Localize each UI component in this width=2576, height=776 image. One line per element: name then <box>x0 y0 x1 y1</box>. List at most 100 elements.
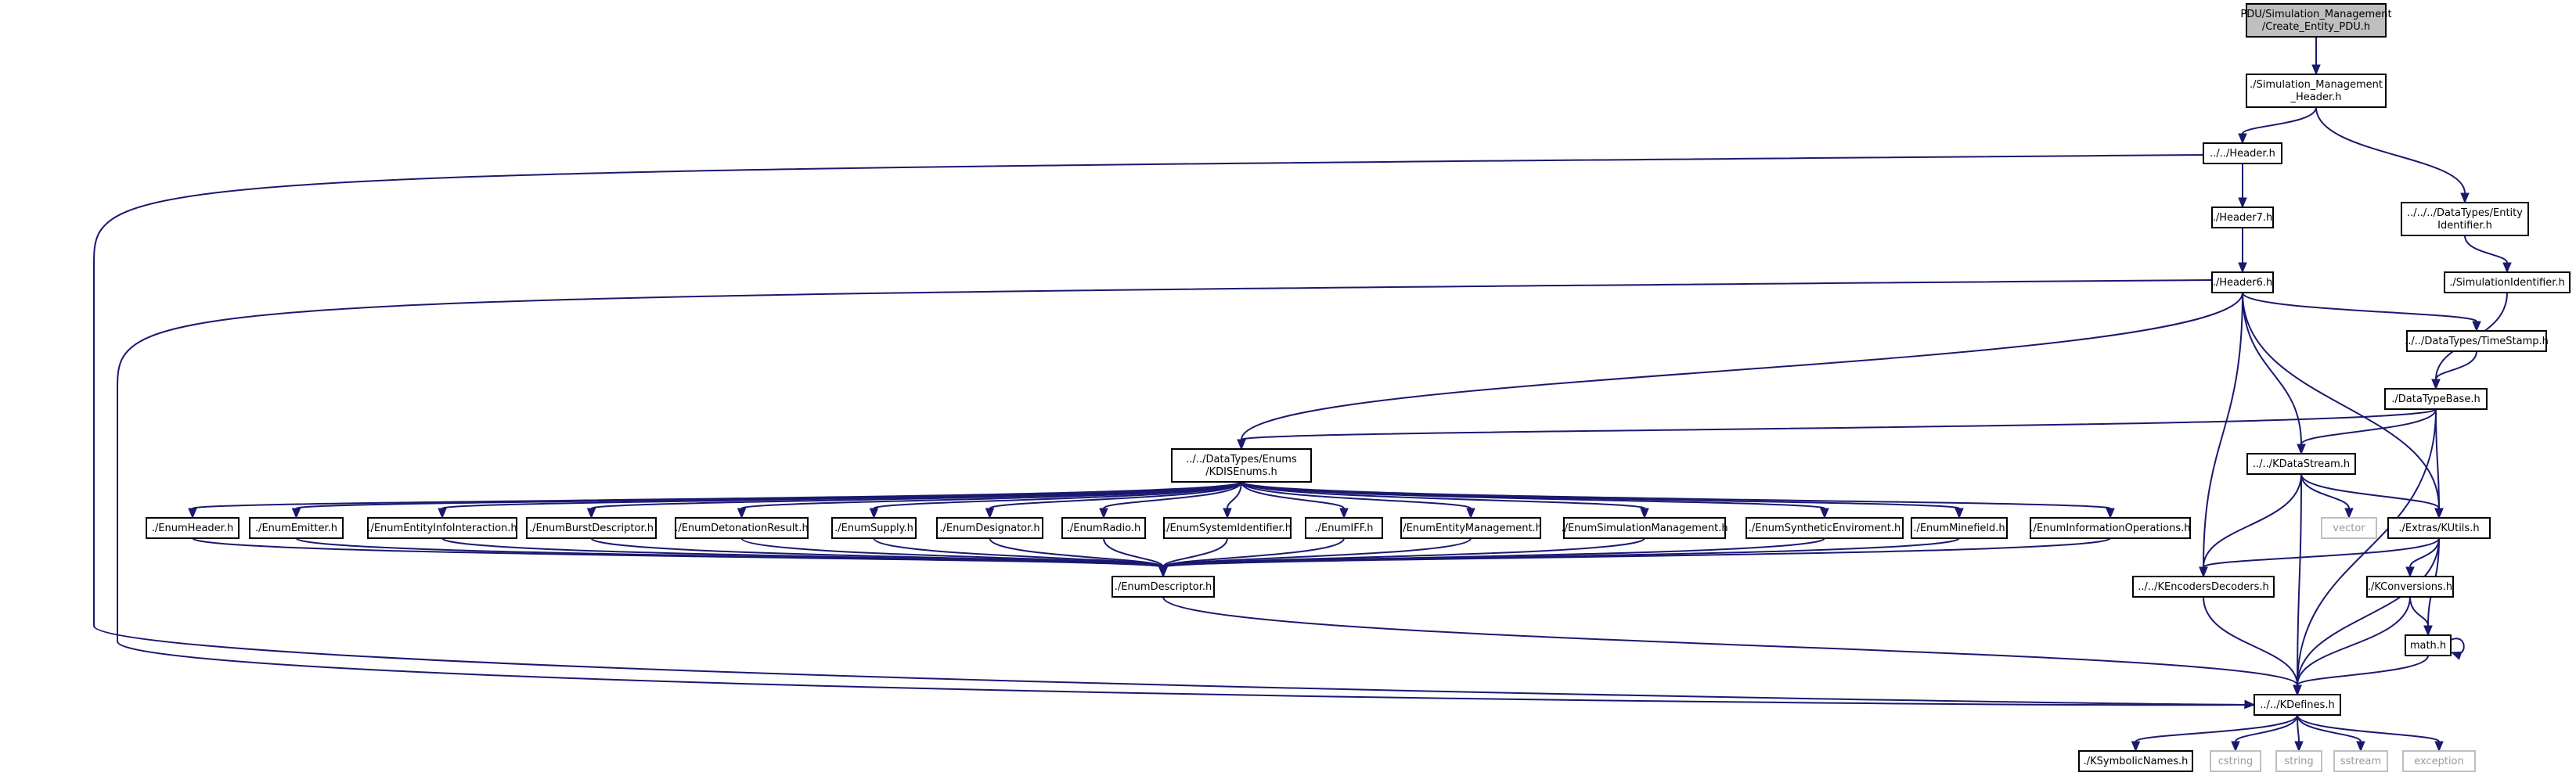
node-box <box>1171 448 1312 483</box>
node-box <box>2203 142 2282 164</box>
node-enumsupply[interactable]: ./EnumSupply.h <box>831 517 917 539</box>
edge-kdefines-to-ksymbolic <box>2131 714 2298 753</box>
node-ksymbolic[interactable]: ./KSymbolicNames.h <box>2078 750 2193 772</box>
node-root[interactable]: PDU/Simulation_Management/Create_Entity_… <box>2240 3 2392 38</box>
node-enumdet[interactable]: ./EnumDetonationResult.h <box>675 517 809 539</box>
edge-kdefines-to-sstream <box>2297 714 2365 753</box>
node-string: string <box>2275 750 2322 772</box>
edge-kdatastream-to-kutils <box>2300 473 2444 519</box>
node-header7[interactable]: ./Header7.h <box>2211 207 2274 228</box>
edge-kdefines-to-cstring <box>2231 714 2298 753</box>
node-kconv[interactable]: ./KConversions.h <box>2366 576 2454 598</box>
edge-disenums-to-enumradio <box>1099 481 1242 519</box>
node-smh[interactable]: ./Simulation_Management_Header.h <box>2246 74 2387 108</box>
node-label: ./EnumDetonationResult.h <box>675 523 809 534</box>
node-box <box>675 517 809 539</box>
node-label: ./KSymbolicNames.h <box>2084 756 2189 767</box>
node-enumsynth[interactable]: ./EnumSyntheticEnviroment.h <box>1746 517 1904 539</box>
node-label: ../../../DataTypes/Entity <box>2407 207 2523 219</box>
node-enumemitter[interactable]: ./EnumEmitter.h <box>249 517 344 539</box>
node-box <box>2211 207 2274 228</box>
node-enumradio[interactable]: ./EnumRadio.h <box>1061 517 1146 539</box>
node-label: ./EnumMinefield.h <box>1913 523 2005 534</box>
edge-math-to-math <box>2450 638 2465 660</box>
node-kdatastream[interactable]: ../../KDataStream.h <box>2246 453 2356 475</box>
node-enumdesc[interactable]: ./EnumDescriptor.h <box>1111 576 1215 598</box>
edge-header6-to-kdefines <box>117 279 2256 710</box>
edge-header6-to-kencdec <box>2199 292 2243 578</box>
node-box <box>2387 517 2491 539</box>
node-enuminfoops[interactable]: ./EnumInformationOperations.h <box>2030 517 2191 539</box>
node-label: ./EnumDesignator.h <box>939 523 1039 534</box>
node-box <box>1746 517 1904 539</box>
node-label: ./EnumInformationOperations.h <box>2030 523 2191 534</box>
edge-enumradio-to-enumdesc <box>1103 537 1168 578</box>
node-header[interactable]: ../../Header.h <box>2203 142 2282 164</box>
node-box <box>146 517 240 539</box>
node-label: ./EnumEntityInfoInteraction.h <box>367 523 517 534</box>
node-box <box>367 517 517 539</box>
node-enumheader[interactable]: ./EnumHeader.h <box>146 517 240 539</box>
edge-disenums-to-enumsynth <box>1241 481 1829 519</box>
node-box <box>831 517 917 539</box>
edge-kutils-to-kconv <box>2405 537 2440 578</box>
edge-kutils-to-kencdec <box>2199 537 2440 578</box>
node-label: ../../DataTypes/Enums <box>1186 454 1297 465</box>
node-label: ./EnumIFF.h <box>1315 523 1374 534</box>
node-enumiff[interactable]: ./EnumIFF.h <box>1305 517 1383 539</box>
node-enummine[interactable]: ./EnumMinefield.h <box>1911 517 2008 539</box>
edge-kutils-to-kdefines <box>2293 537 2440 696</box>
edge-header-to-kdefines <box>93 154 2256 710</box>
node-box <box>2333 750 2388 772</box>
node-label: /Create_Entity_PDU.h <box>2262 21 2370 33</box>
edge-dtbase-to-kutils <box>2434 408 2444 519</box>
edge-entid-to-simid <box>2464 235 2512 274</box>
edge-enuminfoops-to-enumdesc <box>1158 537 2111 578</box>
node-enumdesig[interactable]: ./EnumDesignator.h <box>936 517 1043 539</box>
node-box <box>1111 576 1215 598</box>
node-math[interactable]: math.h <box>2405 634 2452 656</box>
node-enumentmgmt[interactable]: ./EnumEntityManagement.h <box>1400 517 1542 539</box>
edge-header6-to-disenums <box>1237 292 2243 451</box>
edge-math-to-kdefines <box>2293 655 2429 696</box>
node-label: ../../KEncodersDecoders.h <box>2138 581 2269 593</box>
node-timestamp[interactable]: ../../DataTypes/TimeStamp.h <box>2405 330 2549 352</box>
node-label: ../../Header.h <box>2210 148 2275 160</box>
node-enumsysid[interactable]: ./EnumSystemIdentifier.h <box>1163 517 1292 539</box>
node-box <box>1061 517 1146 539</box>
node-box <box>2321 517 2377 539</box>
node-enumsimmgmt[interactable]: ./EnumSimulationManagement.h <box>1561 517 1728 539</box>
node-enumentinfo[interactable]: ./EnumEntityInfoInteraction.h <box>367 517 517 539</box>
node-label: ../../KDataStream.h <box>2253 458 2350 470</box>
edge-header7-to-header6 <box>2238 228 2247 274</box>
node-box <box>936 517 1043 539</box>
node-box <box>2444 271 2571 293</box>
node-label: string <box>2284 756 2313 767</box>
node-label: ./EnumSyntheticEnviroment.h <box>1749 523 1900 534</box>
node-dtbase[interactable]: ./DataTypeBase.h <box>2384 388 2488 410</box>
node-label: ./EnumSupply.h <box>834 523 913 534</box>
node-enumburst[interactable]: ./EnumBurstDescriptor.h <box>526 517 657 539</box>
node-kutils[interactable]: ./Extras/KUtils.h <box>2387 517 2491 539</box>
node-label: /KDISEnums.h <box>1205 466 1277 478</box>
node-exception: exception <box>2402 750 2476 772</box>
node-box <box>1400 517 1541 539</box>
node-label: ../../DataTypes/TimeStamp.h <box>2405 336 2549 347</box>
node-box <box>526 517 657 539</box>
node-kencdec[interactable]: ../../KEncodersDecoders.h <box>2132 576 2275 598</box>
node-box <box>2030 517 2191 539</box>
edge-smh-to-entid <box>2315 106 2470 204</box>
node-disenums[interactable]: ../../DataTypes/Enums/KDISEnums.h <box>1171 448 1312 483</box>
node-header6[interactable]: ./Header6.h <box>2211 271 2274 293</box>
node-kdefines[interactable]: ../../KDefines.h <box>2254 694 2341 716</box>
node-simid[interactable]: ./SimulationIdentifier.h <box>2444 271 2571 293</box>
node-label: PDU/Simulation_Management <box>2240 9 2391 20</box>
node-label: ./EnumBurstDescriptor.h <box>529 523 654 534</box>
node-box <box>2254 694 2341 716</box>
node-box <box>2211 271 2274 293</box>
edge-dtbase-to-kdatastream <box>2297 408 2437 455</box>
edge-enumdesc-to-kdefines <box>1162 596 2302 696</box>
edge-kdefines-to-string <box>2294 714 2304 753</box>
edge-disenums-to-enuminfoops <box>1241 481 2115 519</box>
